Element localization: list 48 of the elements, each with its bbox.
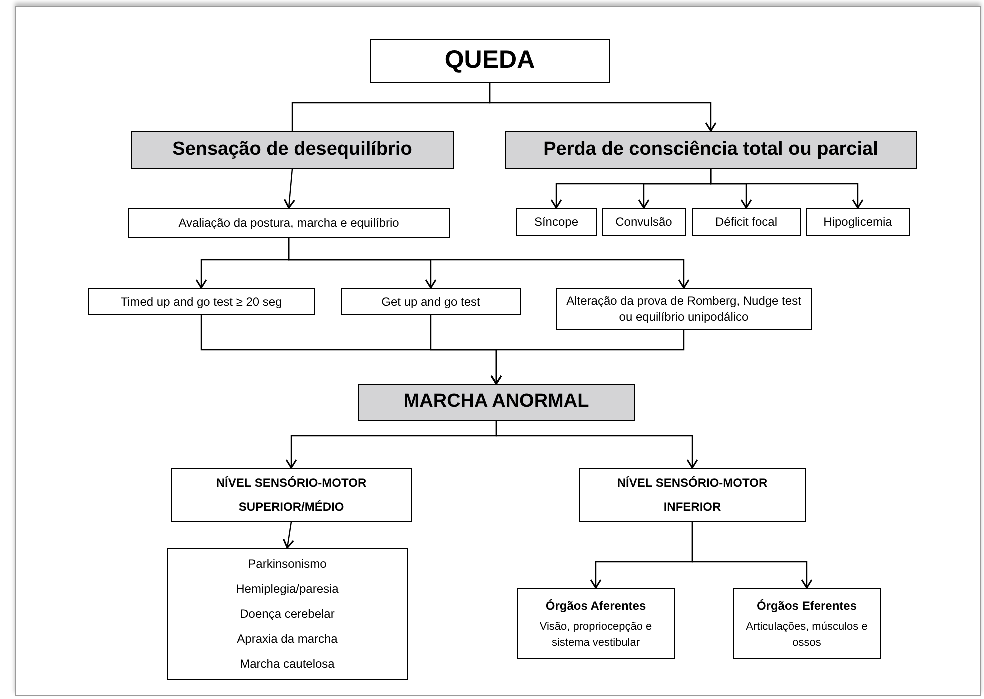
process-box bbox=[516, 208, 597, 236]
box-title: MARCHA ANORMAL bbox=[404, 390, 590, 414]
connector-arrow bbox=[490, 330, 685, 385]
box-label: Convulsão bbox=[614, 214, 674, 230]
box-label: Avaliação da postura, marcha e equilíbrio bbox=[178, 215, 400, 231]
process-box bbox=[806, 208, 910, 236]
title-box bbox=[370, 39, 610, 83]
level-box bbox=[171, 468, 412, 522]
box-label: Get up and go test bbox=[380, 294, 482, 310]
connector-arrow bbox=[288, 238, 690, 289]
box-label: Timed up and go test ≥ 20 seg bbox=[120, 294, 284, 310]
organ-box bbox=[517, 588, 675, 659]
box-title: Perda de consciência total ou parcial bbox=[544, 138, 878, 162]
category-box bbox=[505, 131, 917, 169]
list-item: Marcha cautelosa bbox=[240, 656, 335, 672]
connector-arrow bbox=[496, 421, 698, 469]
connector-arrow bbox=[710, 169, 864, 209]
process-box bbox=[341, 288, 521, 315]
box-label: Síncope bbox=[533, 214, 580, 230]
organ-box bbox=[733, 588, 881, 659]
connector-arrow bbox=[489, 83, 717, 132]
box-heading: Órgãos Aferentes bbox=[546, 598, 646, 614]
list-item: Hemiplegia/paresia bbox=[236, 580, 339, 598]
box-label: NÍVEL SENSÓRIO-MOTOR SUPERIOR/MÉDIO bbox=[215, 475, 368, 516]
level-box bbox=[579, 468, 806, 522]
process-box bbox=[128, 208, 450, 238]
list-item: Apraxia da marcha bbox=[237, 630, 338, 648]
connector-arrow bbox=[692, 522, 813, 589]
box-label: Alteração da prova de Romberg, Nudge test ou equilíbrio unipodálico bbox=[566, 293, 802, 325]
box-label: Hipoglicemia bbox=[822, 214, 894, 230]
box-title: QUEDA bbox=[444, 45, 536, 76]
box-label: NÍVEL SENSÓRIO-MOTOR INFERIOR bbox=[616, 475, 769, 516]
connector-arrow bbox=[284, 168, 296, 209]
process-box bbox=[602, 208, 686, 236]
box-description: Articulações, músculos e ossos bbox=[745, 620, 869, 650]
box-label: Déficit focal bbox=[714, 214, 779, 230]
list-item: Parkinsonismo bbox=[248, 556, 327, 572]
process-box bbox=[556, 288, 812, 330]
category-box bbox=[358, 384, 635, 421]
box-heading: Órgãos Eferentes bbox=[756, 598, 858, 614]
list-item: Doença cerebelar bbox=[240, 606, 335, 622]
category-box bbox=[131, 131, 454, 169]
process-box bbox=[692, 208, 801, 236]
list-box bbox=[167, 548, 408, 680]
process-box bbox=[88, 288, 315, 315]
box-title: Sensação de desequilíbrio bbox=[172, 138, 412, 162]
connector-arrow bbox=[282, 522, 294, 549]
box-description: Visão, propriocepção e sistema vestibular bbox=[538, 620, 654, 650]
